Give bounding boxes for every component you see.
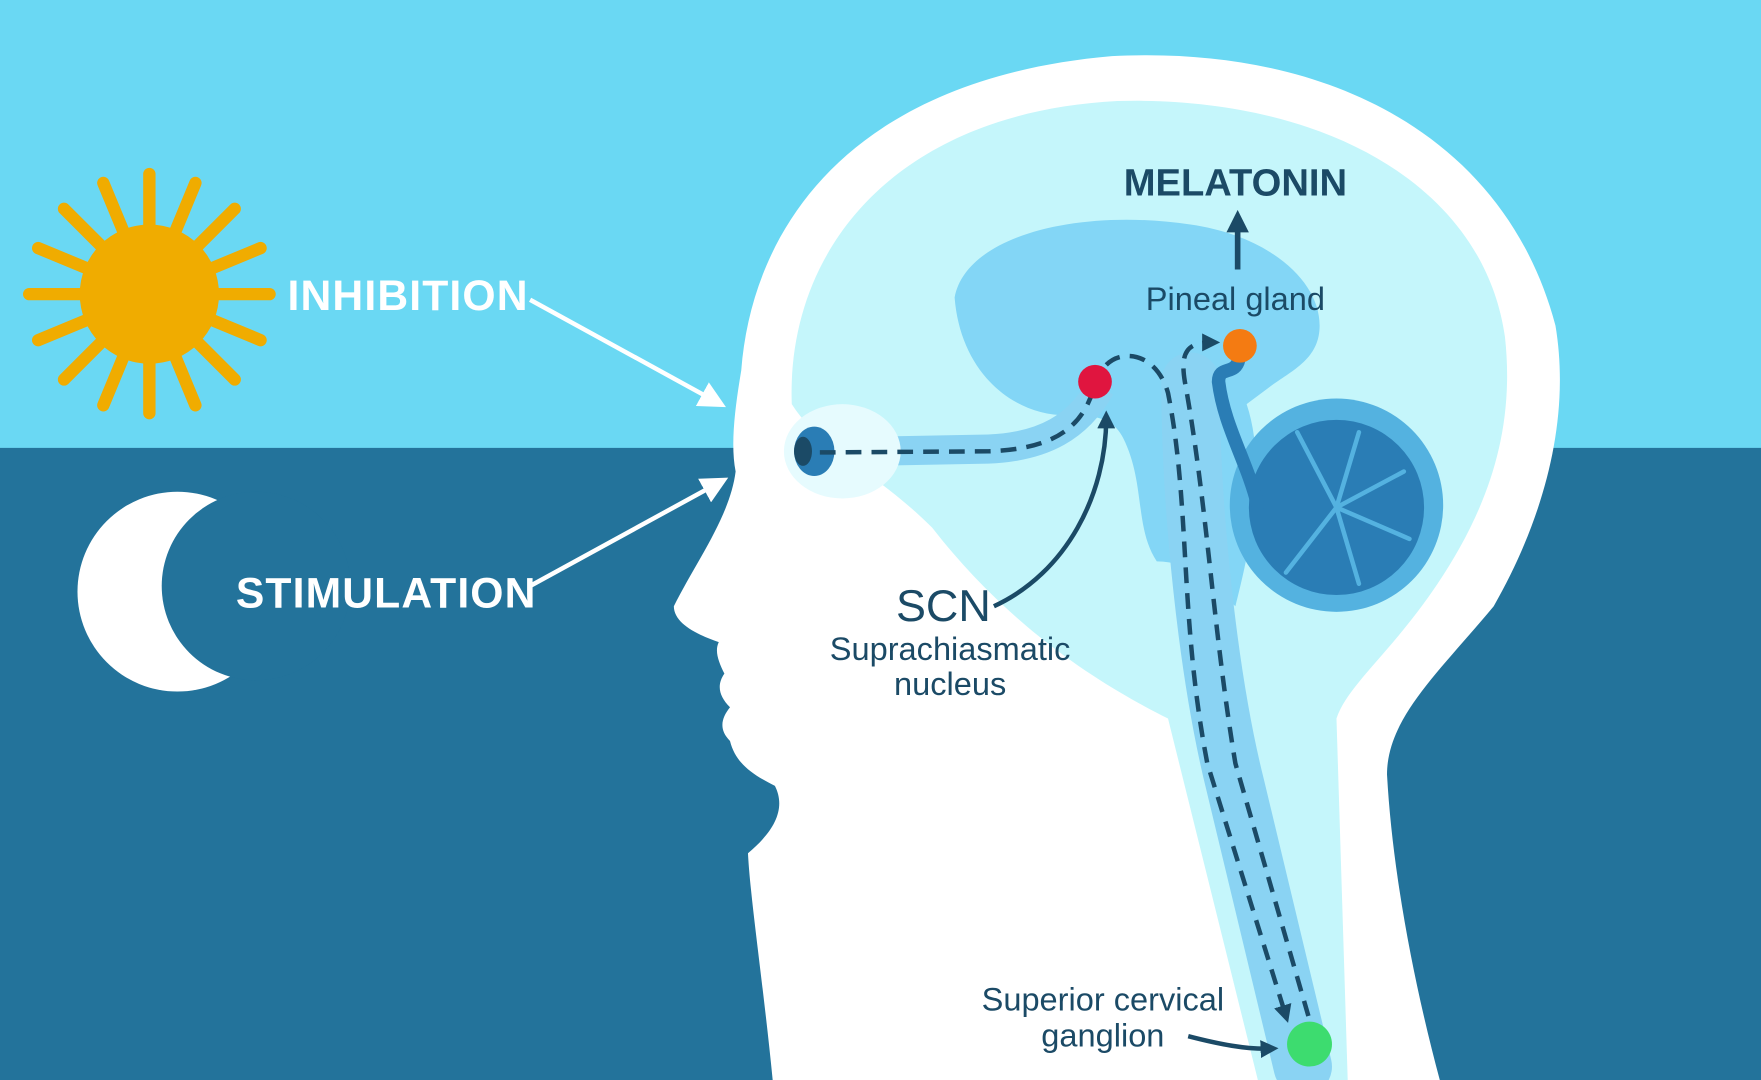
ganglion-to-pineal-path (1181, 333, 1311, 1017)
ganglion-label-line1: Superior cervical (982, 981, 1224, 1017)
sun-icon (23, 167, 276, 420)
pineal-gland-label: Pineal gland (1146, 281, 1325, 317)
inhibition-label: INHIBITION (288, 272, 529, 320)
moon-icon (77, 491, 351, 692)
scn-dot (1078, 364, 1112, 399)
scn-to-ganglion-path (1104, 353, 1292, 1023)
ganglion-dot (1287, 1021, 1332, 1067)
brain-region (954, 219, 1320, 607)
scn-full-label-line2: nucleus (894, 666, 1006, 702)
retina-to-scn-path (819, 383, 1098, 455)
pineal-stalk (1211, 352, 1265, 512)
stimulation-arrow (529, 477, 729, 588)
ganglion-label-line2: ganglion (1041, 1017, 1164, 1053)
stimulation-label: STIMULATION (236, 569, 537, 617)
scn-full-label-line1: Suprachiasmatic (830, 631, 1071, 667)
pineal-gland-dot (1223, 328, 1257, 363)
inhibition-arrow (529, 297, 726, 408)
melatonin-label: MELATONIN (1124, 161, 1347, 204)
optic-nerve (808, 379, 1114, 468)
scn-label: SCN (896, 580, 991, 631)
eye-icon (783, 404, 901, 499)
spinal-cord (1161, 352, 1332, 1080)
ganglion-arrow (1187, 1034, 1279, 1059)
cerebellum (1229, 398, 1444, 612)
scn-arrow (992, 410, 1116, 609)
